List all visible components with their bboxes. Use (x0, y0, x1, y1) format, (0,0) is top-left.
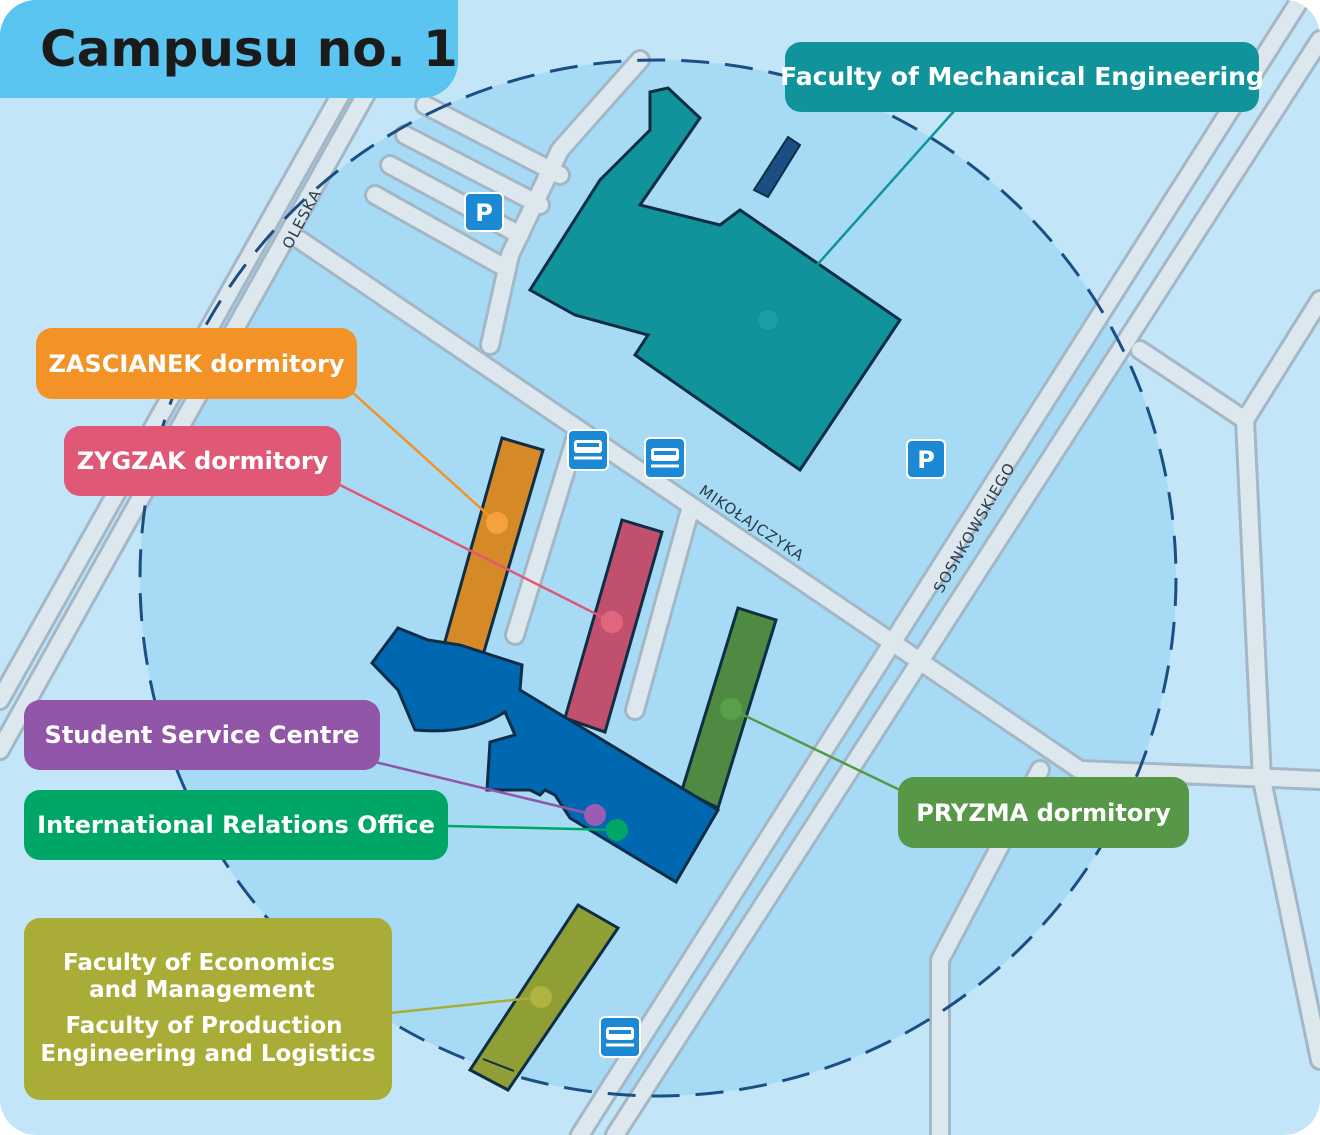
svg-text:P: P (917, 446, 935, 474)
label-student-service-centre[interactable]: Student Service Centre (24, 700, 380, 770)
connector-dots (486, 310, 778, 1008)
building-mechanical-engineering[interactable] (527, 86, 903, 473)
building-divider-line (482, 1058, 515, 1072)
label-economics-production[interactable]: Faculty of Economics and Management Facu… (24, 918, 392, 1100)
label-production-line1: Faculty of Production (65, 1013, 343, 1039)
building-small-annex[interactable] (752, 135, 802, 199)
parking-icon[interactable]: P (464, 192, 504, 232)
label-text: ZASCIANEK dormitory (48, 349, 345, 378)
map-title-box: Campusu no. 1 (0, 0, 458, 98)
bus-stop-icon[interactable] (567, 429, 609, 471)
building-central-service-centre[interactable] (370, 626, 721, 885)
label-zascianek-dormitory[interactable]: ZASCIANEK dormitory (36, 328, 357, 399)
campus-boundary (138, 58, 1178, 1098)
bus-stop-icon[interactable] (644, 437, 686, 479)
label-economics-line2: and Management (89, 977, 315, 1004)
bus-stop-icon[interactable] (599, 1016, 641, 1058)
label-pryzma-dormitory[interactable]: PRYZMA dormitory (898, 777, 1189, 848)
label-economics-line1: Faculty of Economics (62, 949, 336, 976)
label-production-line2: Engineering and Logistics (40, 1040, 376, 1067)
label-mechanical-engineering[interactable]: Faculty of Mechanical Engineering (780, 42, 1264, 112)
label-international-relations-office[interactable]: International Relations Office (24, 790, 448, 860)
svg-text:P: P (475, 199, 493, 227)
connectors (339, 109, 956, 1015)
label-text: PRYZMA dormitory (916, 798, 1171, 827)
label-text: Faculty of Mechanical Engineering (780, 62, 1264, 92)
label-zygzak-dormitory[interactable]: ZYGZAK dormitory (64, 426, 341, 496)
label-text: International Relations Office (37, 811, 435, 839)
map-title: Campusu no. 1 (40, 20, 458, 78)
label-text: ZYGZAK dormitory (76, 447, 329, 475)
parking-icon[interactable]: P (906, 439, 946, 479)
label-text: Student Service Centre (44, 721, 360, 749)
